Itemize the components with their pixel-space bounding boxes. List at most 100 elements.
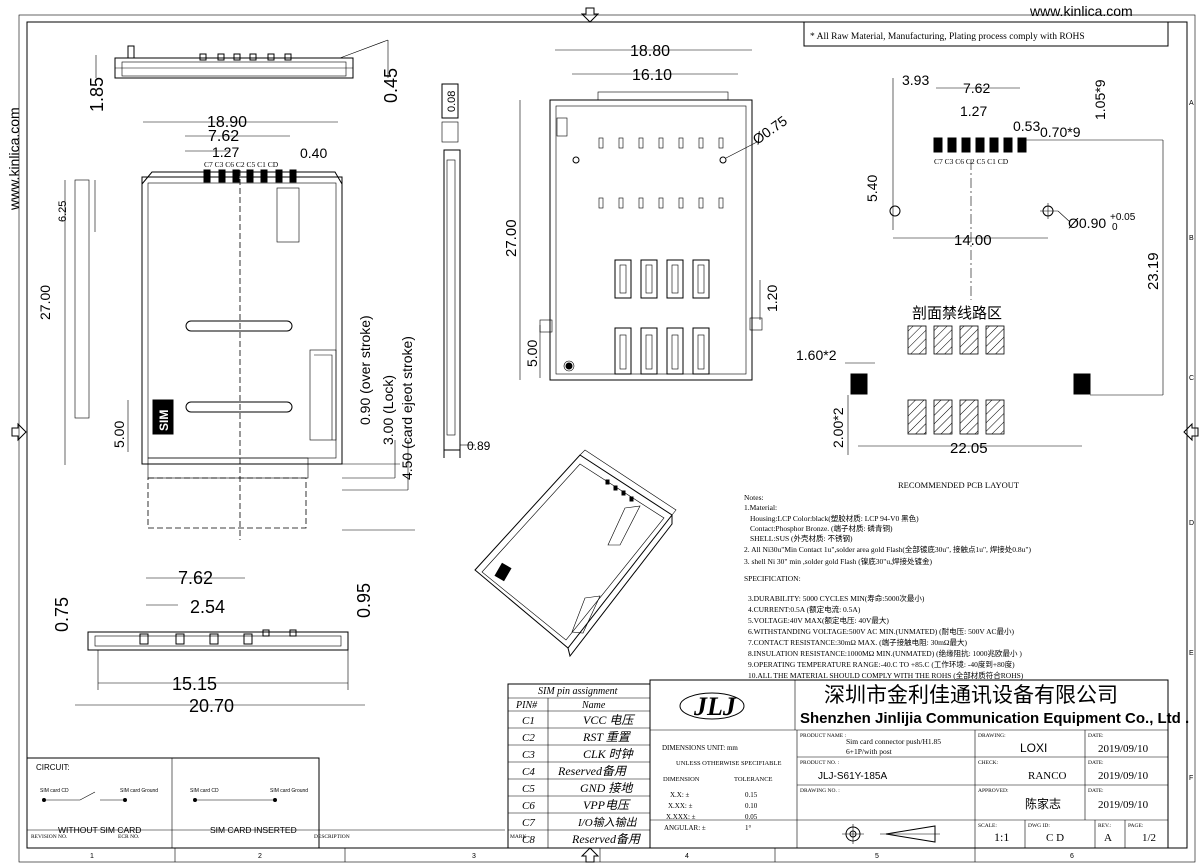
pin-cell: C8 xyxy=(522,834,535,846)
row-label: B xyxy=(1189,235,1194,242)
dim-text: +0.05 xyxy=(1110,212,1136,223)
dim-text: 1.85 xyxy=(87,77,107,112)
drawn-by: LOXI xyxy=(1020,741,1047,755)
dim-text: 4.50 (card ejeot stroke) xyxy=(399,336,415,480)
bottom-view: 7.62 2.54 0.75 0.95 15.15 20.70 xyxy=(52,568,374,716)
rev-header: MARK xyxy=(510,834,527,840)
rev-header: DESCRIPTION xyxy=(314,834,350,840)
pin-cell: C1 xyxy=(522,715,535,727)
spec-line: 8.INSULATION RESISTANCE:1000MΩ MIN.(UNMA… xyxy=(748,648,1022,658)
note-line: 1.Material: xyxy=(744,503,777,512)
col-label: 6 xyxy=(1070,853,1074,860)
dim-text: 0.95 xyxy=(354,583,374,618)
field-label: DATE: xyxy=(1088,788,1104,794)
product-no: JLJ-S61Y-185A xyxy=(818,771,887,782)
approved-by: 陈家志 xyxy=(1025,796,1061,811)
dim-text: 7.62 xyxy=(178,568,213,588)
orientation-arrow-icon xyxy=(580,7,600,23)
dim-text: 23.19 xyxy=(1145,252,1162,290)
field-label: DATE: xyxy=(1088,733,1104,739)
rev-header: REVISION NO. xyxy=(31,834,68,840)
spec-line: 9.OPERATING TEMPERATURE RANGE:-40.C TO +… xyxy=(748,659,1015,669)
note-line: Housing:LCP Color:black(塑胶材质: LCP 94-V0 … xyxy=(750,513,919,523)
dwg-id: C D xyxy=(1046,832,1064,844)
spec-line: 7.CONTACT RESISTANCE:30mΩ MAX. (端子接触电阻: … xyxy=(748,637,967,647)
pin-cell: C2 xyxy=(522,732,535,744)
dim-text: 0.08 xyxy=(446,91,458,112)
revision: A xyxy=(1104,832,1112,844)
circuit-caption: SIM CARD INSERTED xyxy=(210,825,297,835)
pin-cell: C6 xyxy=(522,800,535,812)
dim-text: 16.10 xyxy=(632,67,672,84)
logo-text: JLJ xyxy=(693,692,737,721)
pin-name-cell: Reserved备用 xyxy=(571,832,641,846)
dim-text: 0.90 (over stroke) xyxy=(357,315,373,425)
notes-block: Notes: 1.Material: Housing:LCP Color:bla… xyxy=(744,493,1031,680)
col-label: 1 xyxy=(90,853,94,860)
note-line: 2. All Ni30u"Min Contact 1u",solder area… xyxy=(744,544,1031,554)
dim-text: Ø0.75 xyxy=(750,112,791,147)
projection-symbol-icon xyxy=(842,824,940,844)
side-view: 0.08 0.89 xyxy=(441,83,491,458)
pcb-layout: 3.93 7.62 1.27 0.53 0.70*9 1.05*9 C7 C3 … xyxy=(796,72,1164,490)
col-label: 4 xyxy=(685,853,689,860)
dim-text: 2.54 xyxy=(190,597,225,617)
circuit-title: CIRCUIT: xyxy=(36,763,70,772)
dim-text: Ø0.90 xyxy=(1068,215,1106,231)
tol-cell: 0.05 xyxy=(745,813,758,821)
dim-text: 2.00*2 xyxy=(830,407,846,448)
unless-label: UNLESS OTHERWISE SPECIFIABLE xyxy=(676,760,781,767)
pin-labels: C7 C3 C6 C2 C5 C1 CD xyxy=(934,157,1009,166)
dim-text: 6.25 xyxy=(57,201,69,222)
row-label: F xyxy=(1189,775,1193,782)
field-label: DRAWING NO. : xyxy=(800,788,840,794)
field-label: PRODUCT NO. : xyxy=(800,760,840,766)
pin-table: SIM pin assignment PIN# Name C1 VCC 电压 C… xyxy=(507,683,651,849)
units-label: DIMENSIONS UNIT: mm xyxy=(662,744,738,752)
pin-name-cell: RST 重置 xyxy=(582,730,632,744)
company-logo: JLJ xyxy=(679,692,745,721)
product-name: Sim card connector push/H1.85 xyxy=(846,737,941,746)
dim-text: 5.40 xyxy=(864,175,880,202)
tol-cell: 1° xyxy=(745,824,752,832)
circuit-caption: WITHOUT SIM CARD xyxy=(58,825,141,835)
scale-value: 1:1 xyxy=(994,830,1009,844)
date-field: 2019/09/10 xyxy=(1098,770,1149,782)
notes-title: Notes: xyxy=(744,493,764,502)
dim-text: 0.40 xyxy=(300,145,327,161)
dim-text: 0.89 xyxy=(467,439,491,453)
tol-col: DIMENSION xyxy=(663,776,700,783)
dim-text: 18.80 xyxy=(630,43,670,60)
tol-cell: X.XX: ± xyxy=(668,802,693,810)
compliance-box xyxy=(803,21,1169,47)
dim-text: 27.00 xyxy=(37,285,53,320)
compliance-note: * All Raw Material, Manufacturing, Plati… xyxy=(810,31,1085,42)
note-line: Contact:Phosphor Bronze. (端子材质: 磷青铜) xyxy=(750,523,893,533)
field-label: DRAWING: xyxy=(978,733,1006,739)
pin-name-cell: GND 接地 xyxy=(580,781,634,795)
pin-name-cell: CLK 时钟 xyxy=(583,747,635,761)
front-view: 18.90 7.62 1.27 0.40 C7 C3 C6 C2 C5 C1 C… xyxy=(37,114,415,540)
field-label: PAGE: xyxy=(1128,823,1144,829)
note-line: SHELL:SUS (外壳材质: 不锈钢) xyxy=(750,533,853,543)
note-line: 3. shell Ni 30" min ,solder gold Flash (… xyxy=(744,556,932,566)
dim-text: 0.45 xyxy=(381,68,401,103)
orientation-arrow-icon xyxy=(11,422,27,442)
dim-text: 3.00 (Lock) xyxy=(380,375,396,445)
orientation-arrow-icon xyxy=(1183,422,1199,442)
field-label: DATE: xyxy=(1088,760,1104,766)
spec-line: 10.ALL THE MATERIAL SHOULD COMPLY WITH T… xyxy=(748,670,1024,680)
dim-text: 7.62 xyxy=(208,128,239,145)
row-label: E xyxy=(1189,650,1194,657)
dim-text: 0.70*9 xyxy=(1040,124,1081,140)
company-name-en: Shenzhen Jinlijia Communication Equipmen… xyxy=(800,710,1189,727)
dim-text: 1.20 xyxy=(764,285,780,312)
spec-line: 5.VOLTAGE:40V MAX(额定电压: 40V最大) xyxy=(748,615,889,625)
dim-text: 15.15 xyxy=(172,674,217,694)
tol-cell: 0.10 xyxy=(745,802,758,810)
pcb-view: 18.80 16.10 Ø0.75 xyxy=(503,43,791,381)
product-name-2: 6+1P/with post xyxy=(846,747,893,756)
top-view: 1.85 0.45 xyxy=(87,39,401,112)
spec-line: 3.DURABILITY: 5000 CYCLES MIN(寿命:5000次最小… xyxy=(748,593,925,603)
